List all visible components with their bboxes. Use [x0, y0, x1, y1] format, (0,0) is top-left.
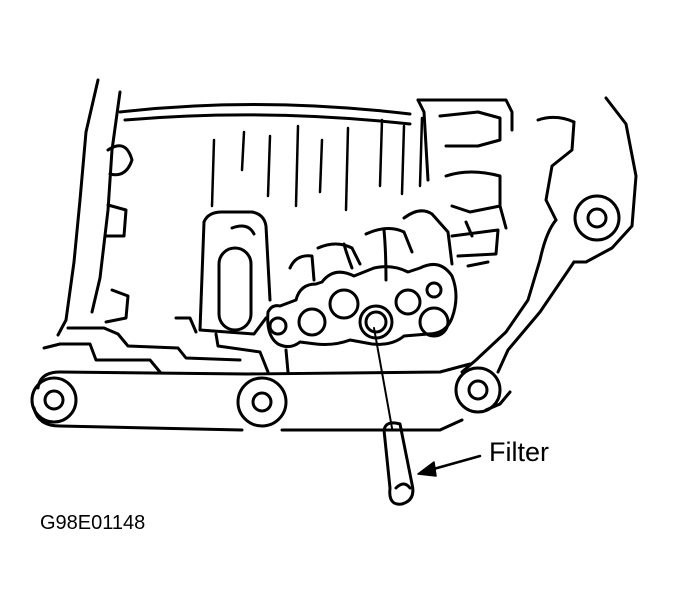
filter-label: Filter [489, 437, 549, 467]
filter-part [373, 327, 415, 506]
top-rim [118, 102, 412, 126]
figure-code: G98E01148 [40, 512, 146, 534]
filter-callout-arrow [417, 454, 482, 477]
valve-body [198, 209, 458, 374]
bottom-flange [30, 316, 512, 432]
right-housing [416, 96, 638, 374]
rib-lines [210, 116, 424, 212]
left-housing-wall [56, 78, 134, 337]
